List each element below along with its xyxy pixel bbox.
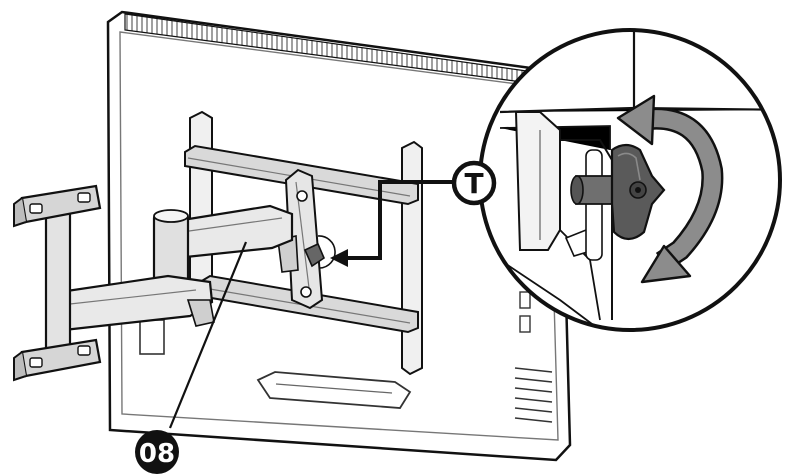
tool-callout-label: T: [464, 167, 483, 200]
part-badge: 08: [135, 430, 179, 474]
tilt-knob-small: [303, 242, 325, 268]
lower-tab: [139, 319, 165, 355]
port-1: [519, 291, 531, 309]
rotation-arrow: [616, 94, 724, 284]
detail-magnifier: [478, 28, 782, 332]
stand-recess: [256, 371, 412, 409]
part-leader-line: [168, 241, 248, 429]
port-2: [519, 315, 531, 333]
side-vents: [514, 367, 553, 423]
small-rotate-arrow: [317, 235, 336, 269]
pointer-arrow: [330, 180, 455, 267]
wall-plate: [13, 184, 102, 382]
tool-callout: T: [451, 160, 497, 206]
swing-arm: [58, 204, 294, 332]
part-number-label: 08: [139, 439, 175, 469]
